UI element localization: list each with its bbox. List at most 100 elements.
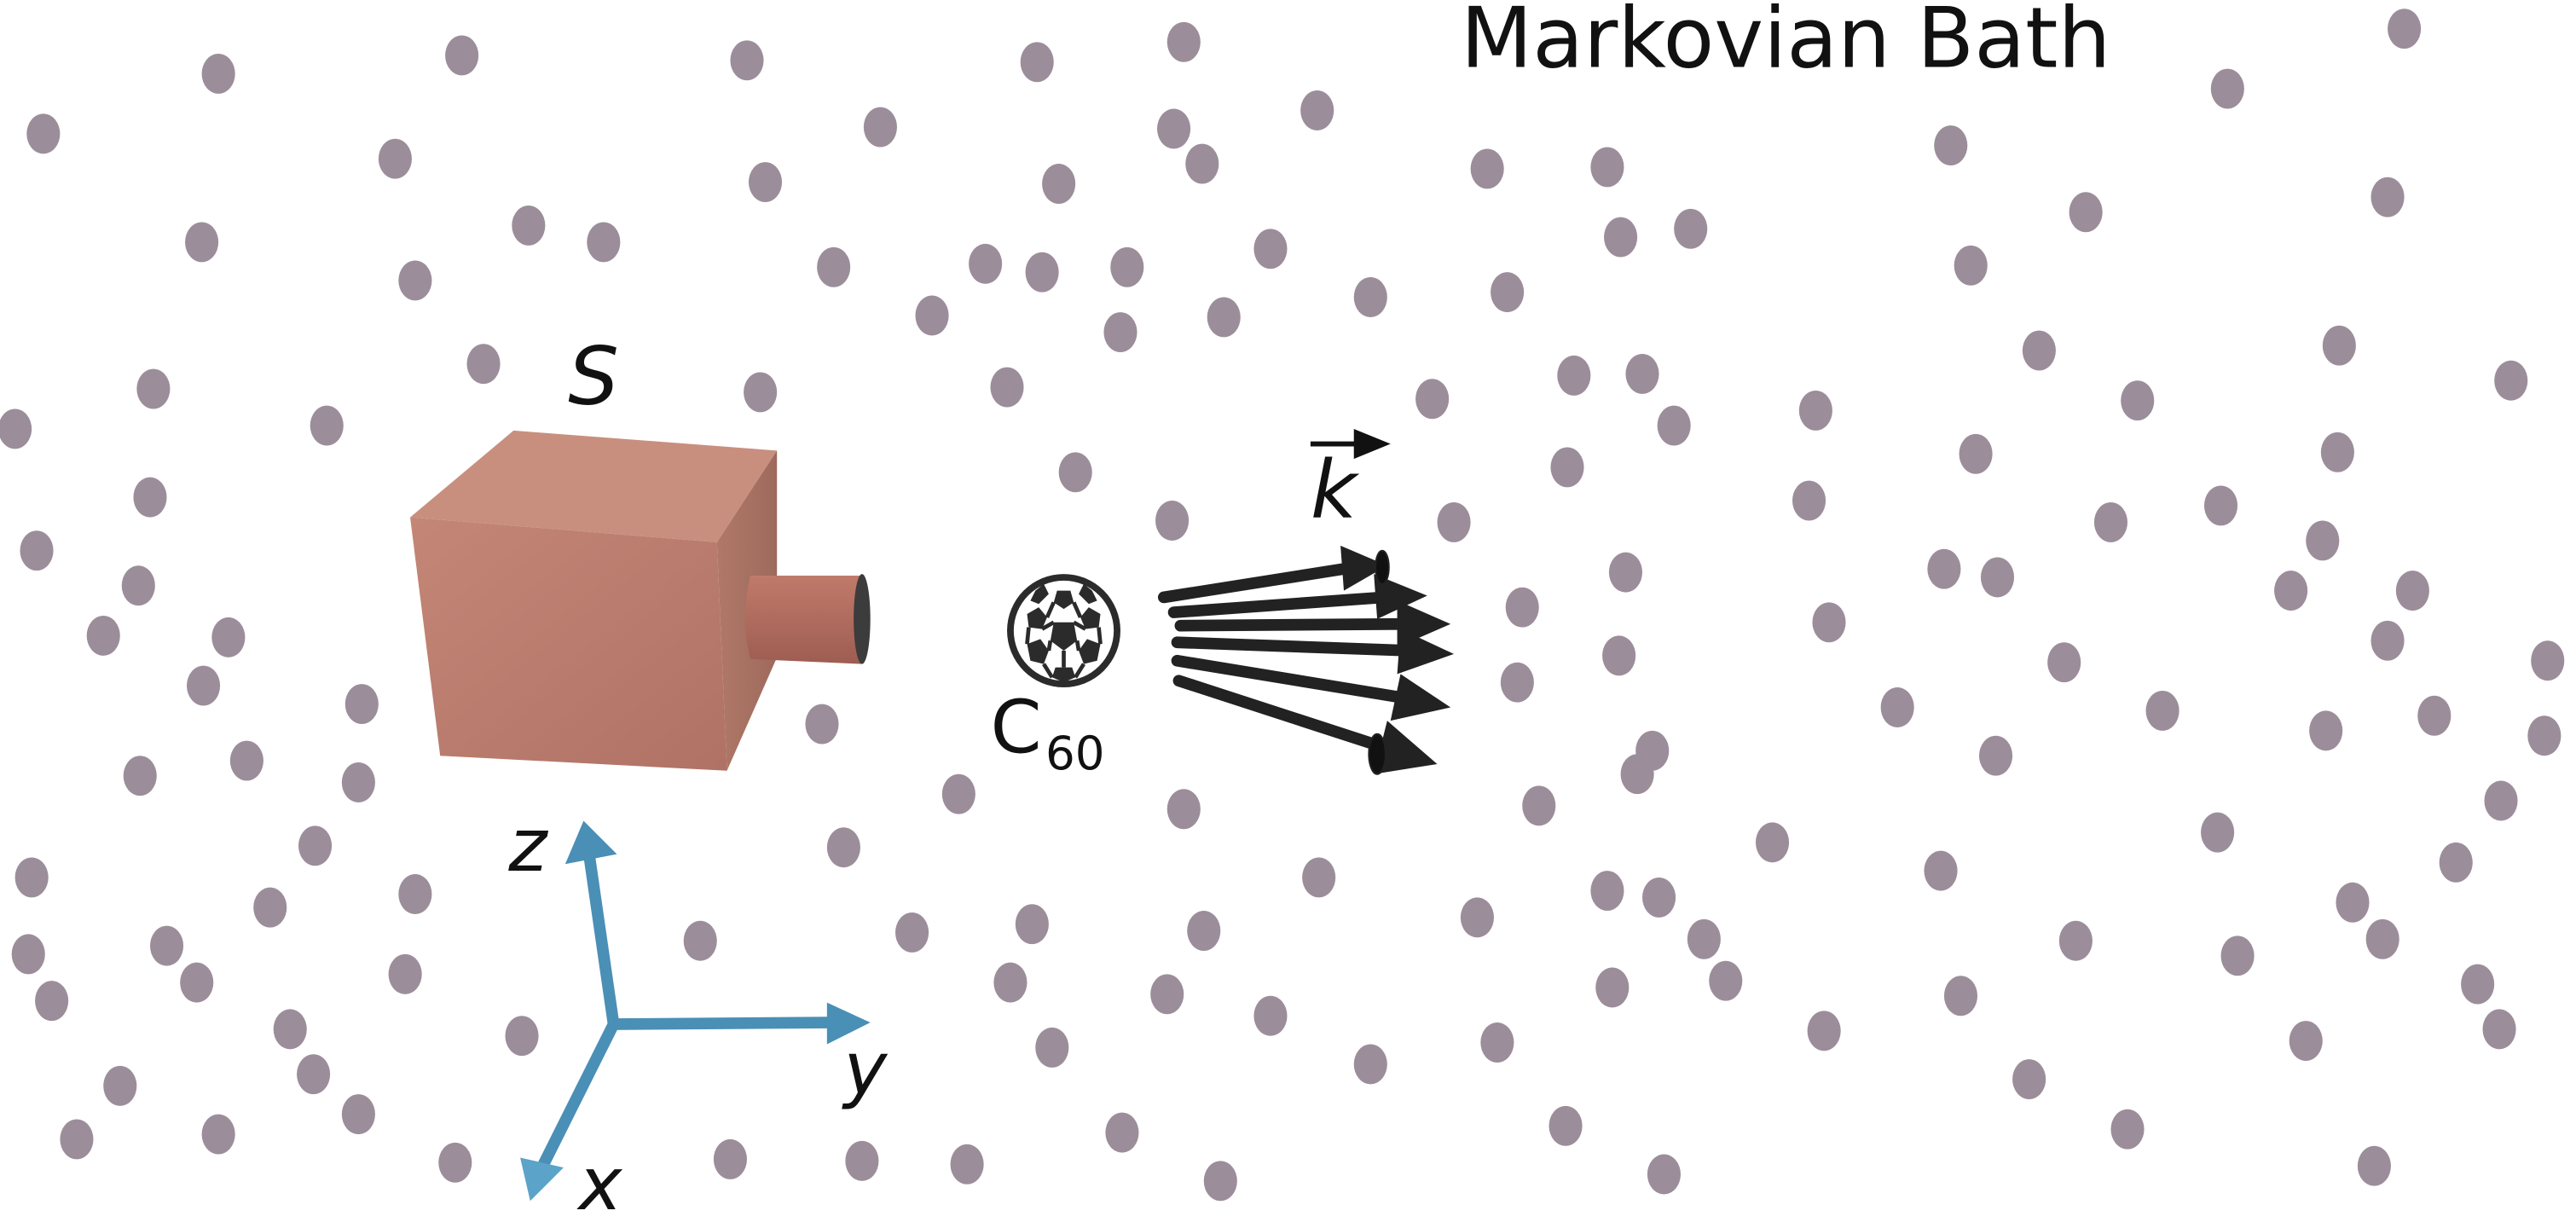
bath-particle bbox=[11, 934, 45, 975]
bath-particle bbox=[1792, 480, 1826, 521]
vector-arrow-over-k bbox=[1310, 428, 1391, 460]
bath-particle bbox=[1491, 272, 1525, 313]
bath-particle bbox=[86, 615, 120, 656]
bath-particle bbox=[1978, 735, 2013, 776]
bath-particle bbox=[1353, 1044, 1387, 1085]
bath-particle bbox=[201, 54, 235, 94]
bath-particle bbox=[229, 740, 263, 781]
bath-particle bbox=[1934, 125, 1968, 166]
bath-particle bbox=[2484, 780, 2518, 821]
bath-particle bbox=[2203, 485, 2238, 526]
bath-particle bbox=[683, 920, 717, 961]
bath-particle bbox=[1709, 960, 1743, 1001]
bath-particle bbox=[2210, 68, 2244, 109]
bath-particle bbox=[1755, 822, 1790, 863]
bath-particle bbox=[2306, 520, 2340, 561]
bath-particle bbox=[1620, 754, 1654, 795]
bath-particle bbox=[186, 665, 221, 706]
bath-particle bbox=[1642, 877, 1676, 918]
bath-particle bbox=[817, 246, 851, 287]
bath-particle bbox=[2461, 964, 2495, 1005]
wavevector-arrow bbox=[1157, 561, 1360, 604]
source-box-top bbox=[410, 430, 778, 542]
wavevector-arrow bbox=[1171, 654, 1407, 704]
bath-particle bbox=[950, 1144, 984, 1185]
bath-particle bbox=[1880, 687, 1914, 727]
bath-particle bbox=[0, 408, 32, 449]
bath-particle bbox=[1203, 1161, 1237, 1202]
wavevector-arrow bbox=[1172, 675, 1390, 754]
bath-particle bbox=[748, 162, 783, 203]
bath-particle bbox=[2395, 571, 2429, 611]
bath-particle bbox=[1185, 143, 1219, 184]
wavevector-arrow bbox=[1171, 636, 1417, 657]
bath-particle bbox=[1353, 277, 1387, 317]
bath-particle bbox=[941, 773, 975, 814]
bath-particle bbox=[1253, 229, 1288, 269]
bath-particle bbox=[2274, 571, 2308, 611]
bath-particle bbox=[2417, 695, 2452, 736]
bath-particle bbox=[1687, 918, 1721, 959]
bath-particle bbox=[1943, 976, 1978, 1017]
bath-particle bbox=[2370, 620, 2405, 661]
bath-particle bbox=[2322, 325, 2356, 366]
bath-particle bbox=[1460, 897, 1494, 938]
y-axis bbox=[613, 1017, 831, 1030]
z-axis-arrowhead bbox=[564, 820, 617, 865]
bath-particle bbox=[1812, 602, 1846, 643]
bath-particle bbox=[398, 874, 432, 914]
bath-particle bbox=[895, 912, 929, 953]
bath-particle bbox=[1166, 789, 1201, 830]
wavevector-arrowhead bbox=[1374, 721, 1438, 774]
wavevector-arrowhead bbox=[1397, 628, 1455, 675]
bath-particle bbox=[180, 962, 214, 1003]
c60-molecule bbox=[1007, 574, 1120, 688]
bath-particle bbox=[344, 684, 379, 725]
bath-particle bbox=[2494, 360, 2528, 401]
bath-particle bbox=[1625, 353, 1659, 394]
x-axis bbox=[538, 1021, 619, 1167]
bath-particle bbox=[378, 138, 412, 179]
bath-particle bbox=[1015, 904, 1049, 945]
bath-particle bbox=[466, 344, 501, 385]
bath-particle bbox=[1505, 587, 1539, 628]
coordinate-axes bbox=[520, 820, 871, 1202]
source-box bbox=[410, 430, 871, 771]
bath-particle bbox=[1647, 1154, 1681, 1195]
bath-particle bbox=[713, 1138, 747, 1179]
bath-particle bbox=[2336, 882, 2370, 923]
bath-particle bbox=[845, 1140, 879, 1181]
bath-particle bbox=[969, 243, 1003, 284]
bath-particle bbox=[915, 295, 949, 336]
bath-particle bbox=[1025, 252, 1059, 293]
wavevector-arrow-tip bbox=[1368, 733, 1386, 775]
bath-particle bbox=[512, 205, 546, 246]
bath-particle bbox=[1604, 217, 1638, 258]
bath-particle bbox=[1595, 967, 1630, 1008]
z-axis bbox=[582, 849, 620, 1025]
bath-particle bbox=[2012, 1059, 2046, 1100]
bath-particle bbox=[1470, 148, 1504, 189]
bath-particle bbox=[211, 617, 246, 657]
source-nozzle bbox=[745, 576, 862, 664]
bath-particle bbox=[185, 222, 219, 263]
bath-particle bbox=[2527, 715, 2562, 756]
wavevector-arrowhead bbox=[1374, 574, 1427, 619]
bath-particle bbox=[2357, 1145, 2391, 1186]
bath-particle bbox=[2439, 842, 2473, 883]
bath-particle bbox=[2388, 9, 2422, 49]
bath-particle bbox=[1500, 662, 1534, 703]
bath-particle bbox=[341, 762, 375, 802]
y-axis-label: y bbox=[841, 1027, 888, 1112]
bath-particle bbox=[1807, 1011, 1841, 1051]
source-box-front bbox=[410, 517, 727, 771]
bath-particle bbox=[2145, 690, 2179, 731]
bath-particle bbox=[103, 1065, 137, 1106]
bath-particle bbox=[1207, 297, 1241, 338]
z-axis-label: z bbox=[507, 803, 548, 889]
bath-particle bbox=[136, 368, 171, 409]
wavevector-arrowhead bbox=[1390, 674, 1451, 721]
bath-particle bbox=[310, 405, 344, 446]
bath-particle bbox=[2047, 642, 2081, 683]
bath-particle bbox=[1927, 548, 1961, 589]
